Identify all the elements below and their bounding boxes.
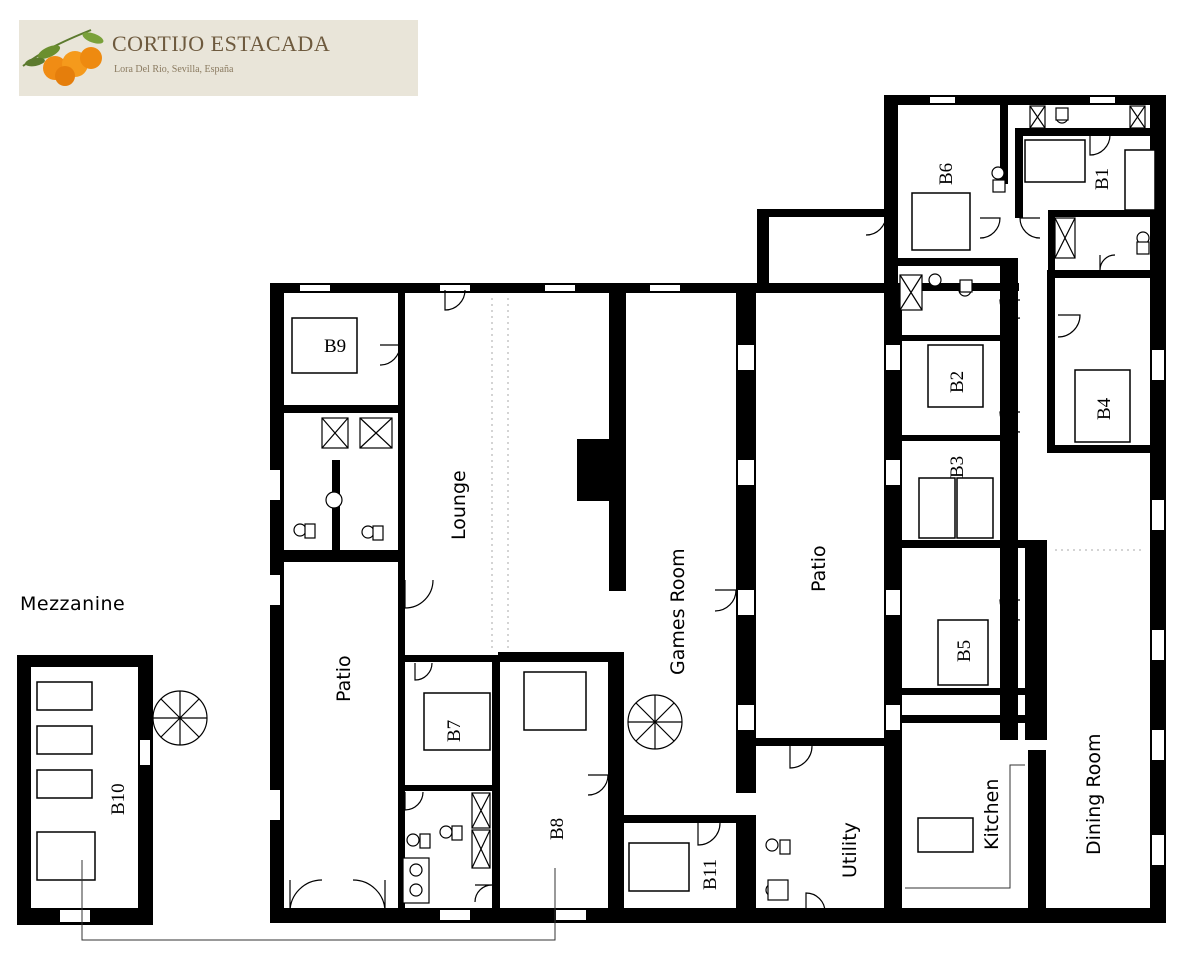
beds [36,139,1156,892]
room-label-b10: B10 [108,783,129,815]
spiral-stairs [152,690,683,750]
room-label-b1: B1 [1092,168,1113,190]
storage-units [321,105,1146,869]
room-label-b11: B11 [700,859,721,890]
room-label-b7: B7 [444,720,465,742]
room-label-games-room: Games Room [667,548,689,675]
doors [289,134,1116,913]
logo-banner: CORTIJO ESTACADA Lora Del Rio, Sevilla, … [19,20,418,96]
logo-subtitle: Lora Del Rio, Sevilla, España [114,64,234,75]
room-label-patio-left: Patio [333,655,355,702]
room-labels: Lounge Games Room Patio Patio Utility Ki… [108,163,1115,890]
room-label-b2: B2 [947,371,968,393]
room-label-b6: B6 [936,163,957,185]
logo-title: CORTIJO ESTACADA [112,31,331,56]
orange-branch-icon [22,29,104,86]
room-label-b9: B9 [324,336,346,357]
room-label-lounge: Lounge [448,470,470,540]
bathroom-fixtures [293,107,1150,904]
room-label-b5: B5 [954,640,975,662]
mezzanine-label: Mezzanine [20,593,126,615]
room-label-b3: B3 [947,456,968,478]
room-label-dining-room: Dining Room [1083,734,1105,855]
windows [60,97,1164,922]
connector-lines [81,764,1025,941]
room-label-utility: Utility [839,822,861,878]
room-label-kitchen: Kitchen [981,779,1003,850]
room-label-patio-main: Patio [808,545,830,592]
room-label-b8: B8 [547,818,568,840]
room-label-b4: B4 [1094,397,1115,420]
dotted-lines [491,298,1145,650]
walls [17,95,1166,925]
